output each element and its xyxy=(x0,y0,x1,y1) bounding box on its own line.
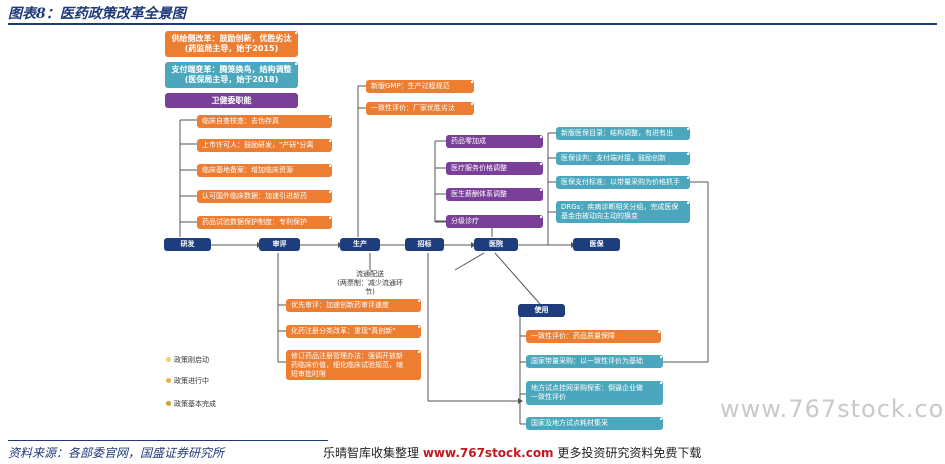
supply-side-reform-box: 供给侧改革：鼓励创新，优胜劣汰 (药监局主导，始于2015) xyxy=(165,31,298,57)
chain-review: 审评 xyxy=(259,238,300,251)
title-divider xyxy=(8,23,937,25)
chain-hospital: 医院 xyxy=(474,238,518,251)
usage-policy-1: 一致性评价：药品质量保障 xyxy=(526,330,661,343)
footer-suffix: 更多投资研究资料免费下载 xyxy=(553,446,702,460)
source-note: 资料来源：各部委官网，国盛证券研究所 xyxy=(8,446,225,460)
hospital-policy-4: 分级诊疗 xyxy=(446,215,543,228)
rd-policy-4: 认可国外临床数据：加速引进新药 xyxy=(197,190,332,203)
legend-dot-completed xyxy=(166,401,171,406)
hospital-policy-2: 医疗服务价格调整 xyxy=(446,162,543,175)
usage-policy-3: 地方试点挂网采购探索：倒逼企业做 一致性评价 xyxy=(526,381,663,405)
review-policy-1: 优先审评：加速创新药审评速度 xyxy=(286,299,421,312)
payment-side-reform-box: 支付端变革：腾笼换鸟，结构调整 (医保局主导，始于2018) xyxy=(165,62,298,88)
insurance-policy-1: 新版医保目录：结构调整，有进有出 xyxy=(556,127,690,140)
rd-policy-5: 药品试验数据保护制度：专利保护 xyxy=(197,216,332,229)
hospital-policy-3: 医生薪酬体系调整 xyxy=(446,188,543,201)
chain-production: 生产 xyxy=(340,238,380,251)
distribution-note: 流通配送 (两票制：减少流通环 节) xyxy=(337,270,403,296)
chain-usage: 使用 xyxy=(518,304,565,317)
chain-insurance: 医保 xyxy=(573,238,620,251)
legend-started-label: 政策刚启动 xyxy=(174,356,209,364)
review-policy-3: 修订药品注册管理办法：强调开放新 药临床价值，细化临床试验规范，缩 短审批时限 xyxy=(286,350,421,380)
production-policy-1: 新版GMP：生产过程规范 xyxy=(366,80,474,93)
chart-title: 图表8：医药政策改革全景图 xyxy=(8,6,186,22)
legend-completed-label: 政策基本完成 xyxy=(174,400,216,408)
source-divider xyxy=(8,440,328,441)
review-policy-2: 化药注册分类改革：重现"真创新" xyxy=(286,325,421,338)
legend-ongoing-label: 政策进行中 xyxy=(174,377,209,385)
footer-prefix: 乐晴智库收集整理 xyxy=(323,446,423,460)
usage-policy-4: 国家及地方试点耗材集采 xyxy=(526,417,663,430)
rd-policy-1: 临床自查核查：去伪存真 xyxy=(197,115,332,128)
chain-rd: 研发 xyxy=(164,238,211,251)
legend-dot-started xyxy=(166,357,171,362)
chain-tender: 招标 xyxy=(405,238,444,251)
legend-dot-ongoing xyxy=(166,378,171,383)
rd-policy-2: 上市许可人：鼓励研发，"产研"分离 xyxy=(197,139,332,152)
insurance-policy-2: 医保谈判：支付端对接，鼓励创新 xyxy=(556,152,690,165)
usage-policy-2: 国家带量采购：以一致性评价为基础 xyxy=(526,355,663,368)
footer-url[interactable]: www.767stock.com xyxy=(422,446,554,460)
watermark: www.767stock.com xyxy=(720,395,945,423)
health-commission-box: 卫健委职能 xyxy=(165,93,298,108)
insurance-policy-3: 医保支付标准：以带量采购为价格抓手 xyxy=(556,176,690,189)
footer-banner: 乐晴智库收集整理 www.767stock.com 更多投资研究资料免费下载 xyxy=(323,444,701,461)
rd-policy-3: 临床基地备案：增加临床资源 xyxy=(197,164,332,177)
hospital-policy-1: 药品零加成 xyxy=(446,135,543,148)
insurance-policy-4: DRGs：疾病诊断相关分组，完成医保 基金由被动向主动的换变 xyxy=(556,201,690,223)
production-policy-2: 一致性评价：厂家优胜劣汰 xyxy=(366,102,474,115)
